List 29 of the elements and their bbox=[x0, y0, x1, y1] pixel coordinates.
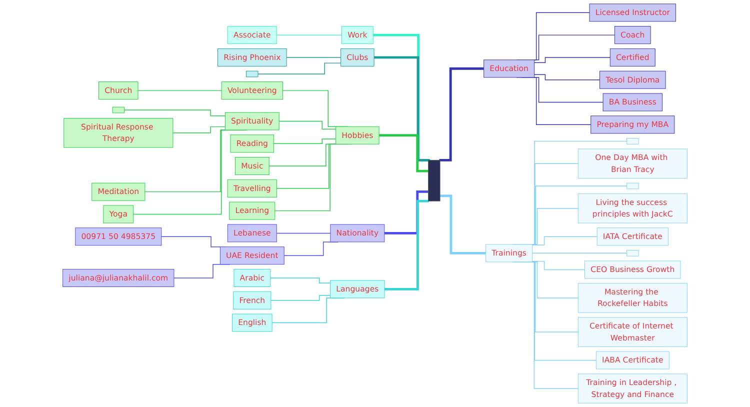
node-box bbox=[626, 250, 639, 256]
connector bbox=[270, 295, 331, 301]
node-box bbox=[428, 160, 440, 202]
connector bbox=[124, 110, 226, 116]
connector bbox=[278, 120, 336, 130]
connector bbox=[534, 74, 600, 80]
node-box bbox=[112, 106, 124, 114]
node-box bbox=[626, 138, 639, 144]
connector bbox=[532, 252, 628, 254]
connector bbox=[374, 56, 430, 162]
connector bbox=[270, 278, 331, 284]
connector bbox=[379, 134, 428, 172]
connector bbox=[276, 232, 331, 234]
connector bbox=[172, 126, 226, 134]
connector bbox=[258, 62, 342, 74]
connector bbox=[440, 194, 486, 254]
connector bbox=[373, 34, 430, 162]
connector bbox=[532, 260, 586, 270]
connector bbox=[384, 200, 429, 290]
connector bbox=[534, 57, 611, 64]
connector bbox=[276, 34, 342, 36]
connector bbox=[439, 67, 484, 162]
connector bbox=[273, 138, 336, 144]
node-box bbox=[246, 70, 258, 78]
connector bbox=[138, 90, 222, 91]
node-box bbox=[626, 182, 639, 190]
connector bbox=[532, 236, 598, 246]
connector bbox=[384, 190, 428, 234]
connector bbox=[286, 57, 342, 58]
